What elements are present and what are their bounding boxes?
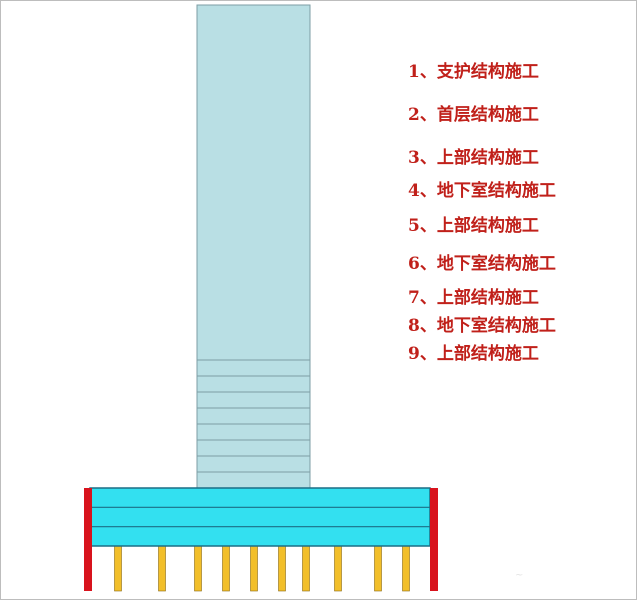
construction-step-7: 7、上部结构施工 (408, 288, 539, 308)
construction-step-5: 5、上部结构施工 (408, 216, 539, 236)
construction-step-8: 8、地下室结构施工 (408, 316, 556, 336)
construction-step-1: 1、支护结构施工 (408, 62, 539, 82)
foundation-pile (114, 545, 122, 592)
retaining-wall-right (430, 488, 438, 591)
basement-level-lines (90, 506, 430, 528)
construction-step-4: 4、地下室结构施工 (408, 181, 556, 201)
foundation-pile (334, 545, 342, 592)
retaining-wall-left (84, 488, 92, 591)
construction-step-9: 9、上部结构施工 (408, 344, 539, 364)
tower-upper-structure (196, 4, 311, 489)
watermark: ~ (515, 570, 524, 581)
foundation-pile (374, 545, 382, 592)
construction-step-3: 3、上部结构施工 (408, 148, 539, 168)
construction-step-6: 6、地下室结构施工 (408, 254, 556, 274)
foundation-pile (402, 545, 410, 592)
foundation-pile (158, 545, 166, 592)
foundation-pile (278, 545, 286, 592)
foundation-pile (302, 545, 310, 592)
construction-step-2: 2、首层结构施工 (408, 105, 539, 125)
foundation-pile (250, 545, 258, 592)
foundation-piles (114, 545, 410, 592)
foundation-pile (222, 545, 230, 592)
tower-floor-lines (197, 359, 310, 473)
foundation-pile (194, 545, 202, 592)
basement-structure (89, 487, 431, 547)
